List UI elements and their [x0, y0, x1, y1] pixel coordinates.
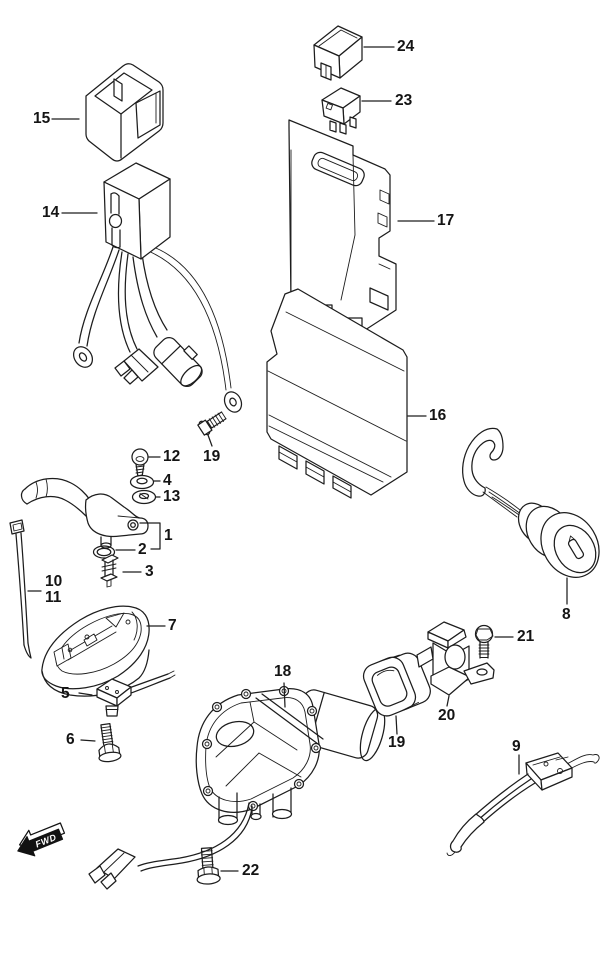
callout-16: 16 — [429, 407, 447, 424]
part-12-screw — [131, 448, 149, 478]
ring-terminal-1 — [72, 346, 94, 368]
callout-5: 5 — [61, 685, 70, 702]
part-2-o-ring — [92, 545, 116, 559]
callout-2: 2 — [138, 541, 147, 558]
callout-7: 7 — [168, 617, 177, 634]
callout-18: 18 — [274, 663, 292, 680]
part-17-ecu-case — [288, 119, 397, 333]
callout-15: 15 — [33, 110, 51, 127]
part-20-bracket — [416, 621, 495, 696]
part-6-bolt — [98, 723, 122, 763]
callout-1: 1 — [164, 527, 173, 544]
fwd-arrow: FWD — [17, 822, 66, 857]
connector-2pin — [114, 348, 159, 385]
callout-14: 14 — [42, 204, 60, 221]
part-13-washer — [131, 489, 157, 505]
callout-8: 8 — [562, 606, 571, 623]
part-16-ecu-module — [266, 288, 408, 499]
part-24-relay — [313, 25, 363, 81]
callout-20: 20 — [438, 707, 456, 724]
part-9-ptt-switch — [446, 752, 600, 856]
callout-24: 24 — [397, 38, 415, 55]
callout-4: 4 — [163, 472, 172, 489]
part-10-cable-tie — [9, 519, 32, 659]
part-19-bolt-left — [197, 411, 227, 436]
part-23-relay — [321, 87, 361, 135]
ring-terminal-2 — [223, 391, 243, 413]
leader-lines — [27, 46, 568, 872]
part-5-switch — [96, 670, 176, 717]
part-1-trim-sensor — [20, 477, 149, 549]
key-slot — [567, 535, 585, 560]
handle-slot — [311, 151, 365, 187]
part-22-bolt — [196, 847, 221, 885]
callout-10: 10 — [45, 573, 63, 590]
callout-22: 22 — [242, 862, 260, 879]
part-8-ignition-switch — [462, 427, 600, 578]
part-21-bolt — [474, 624, 494, 659]
callout-19-left: 19 — [203, 448, 221, 465]
housing-bolts — [201, 685, 322, 812]
callout-12: 12 — [163, 448, 181, 465]
part-14-rectifier — [72, 162, 243, 413]
callout-21: 21 — [517, 628, 535, 645]
callout-19-right: 19 — [388, 734, 406, 751]
callout-13: 13 — [163, 488, 181, 505]
keyhole-slot — [108, 192, 123, 249]
connector-cylinder — [153, 336, 203, 388]
callout-3: 3 — [145, 563, 154, 580]
part-19-grommet — [362, 652, 431, 717]
part-18-motor — [88, 685, 386, 890]
part-3-clip — [100, 554, 119, 588]
callout-17: 17 — [437, 212, 455, 229]
callout-6: 6 — [66, 731, 75, 748]
motor-connector — [88, 848, 136, 890]
callout-11: 11 — [45, 589, 62, 606]
part-7-lever-base — [41, 605, 150, 697]
part-15-cover — [85, 63, 164, 162]
callout-23: 23 — [395, 92, 413, 109]
part-4-washer — [129, 474, 155, 490]
callout-9: 9 — [512, 738, 521, 755]
